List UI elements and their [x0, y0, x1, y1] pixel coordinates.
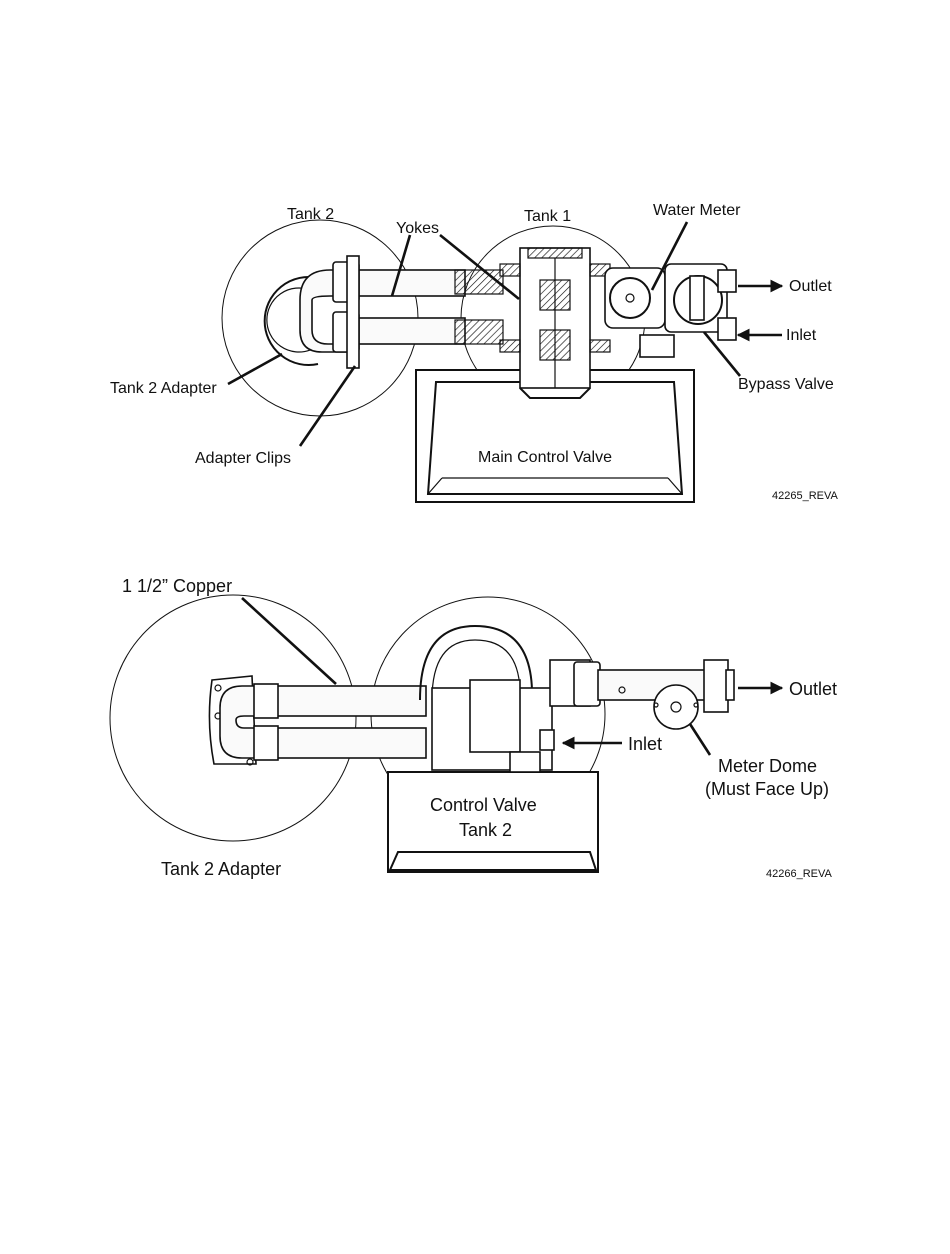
- label-tank2: Tank 2: [287, 206, 334, 223]
- label-main-control-valve: Main Control Valve: [478, 449, 612, 466]
- bottom-diagram: 1 1/2” Copper Outlet Inlet Meter Dome (M…: [110, 576, 837, 880]
- label-inlet: Inlet: [786, 327, 817, 344]
- label-tank2-adapter-bottom: Tank 2 Adapter: [161, 859, 281, 879]
- label-meter-dome: Meter Dome: [718, 756, 817, 776]
- outlet-pipe-meter: [550, 660, 734, 729]
- label-tank1: Tank 1: [524, 208, 571, 225]
- label-yokes: Yokes: [396, 220, 439, 237]
- label-tank2-bottom: Tank 2: [459, 820, 512, 840]
- label-tank2-adapter: Tank 2 Adapter: [110, 380, 217, 397]
- label-must-face-up: (Must Face Up): [705, 779, 829, 799]
- label-water-meter: Water Meter: [653, 202, 741, 219]
- label-bypass-valve: Bypass Valve: [738, 376, 834, 393]
- figure-code-bottom: 42266_REVA: [766, 868, 833, 880]
- water-meter-assembly: [605, 264, 736, 357]
- label-control-valve: Control Valve: [430, 795, 537, 815]
- label-outlet-bottom: Outlet: [789, 679, 837, 699]
- figure-code-top: 42265_REVA: [772, 490, 839, 502]
- label-adapter-clips: Adapter Clips: [195, 450, 291, 467]
- top-diagram: Tank 2 Yokes Tank 1 Water Meter Outlet I…: [110, 202, 839, 502]
- label-inlet-bottom: Inlet: [628, 734, 662, 754]
- label-copper: 1 1/2” Copper: [122, 576, 232, 596]
- label-outlet: Outlet: [789, 278, 832, 295]
- main-control-valve-body: [416, 370, 694, 502]
- meter-dome-shape: [654, 685, 698, 729]
- control-valve-ports: [420, 626, 554, 772]
- yokes-pipes: [300, 256, 503, 368]
